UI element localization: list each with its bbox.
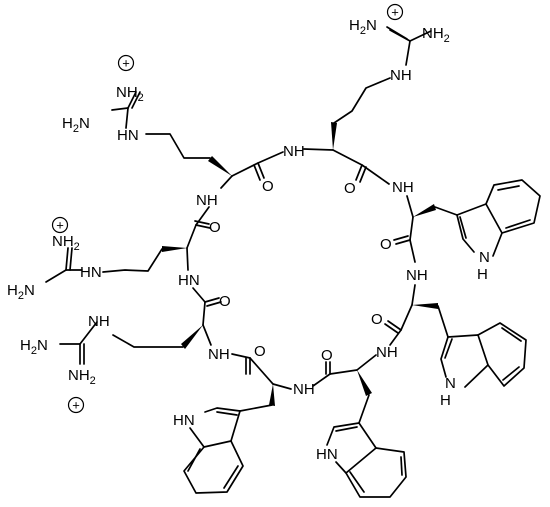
amide-nh-label: NH — [293, 381, 315, 398]
positive-charge-icon — [51, 216, 69, 234]
carbonyl-oxygen-label: O — [380, 236, 392, 253]
tryptophan-side-chains — [183, 179, 541, 498]
indole-hn-label: HN — [173, 412, 195, 429]
guanidine-nh2-label: NH2 — [52, 233, 80, 253]
svg-text:+: + — [391, 5, 399, 20]
indole-h-label: H — [477, 266, 488, 283]
guanidine-nh2-label: NH2 — [422, 25, 450, 45]
guanidine-h2n-label: H2N — [7, 282, 35, 302]
amide-nh-label: NH — [196, 192, 218, 209]
indole-h-label: H — [440, 392, 451, 409]
indole-n-label: N — [445, 375, 456, 392]
guanidine-nh2-label: NH2 — [116, 84, 144, 104]
guanidine-nh-label: NH — [390, 67, 412, 84]
guanidine-h2n-label: H2N — [20, 337, 48, 357]
svg-text:+: + — [72, 398, 80, 413]
positive-charge-icon — [386, 3, 404, 21]
guanidine-nh2-label: NH2 — [68, 367, 96, 387]
positive-charge-icon — [67, 396, 85, 414]
atom-labels: NH NH NH NH NH NH HN NH O O O O O O O O … — [7, 17, 490, 463]
positive-charge-icon — [117, 54, 135, 72]
guanidine-hn-label: HN — [80, 264, 102, 281]
carbonyl-oxygen-label: O — [219, 293, 231, 310]
guanidine-h2n-label: H2N — [349, 17, 377, 37]
carbonyl-oxygen-label: O — [371, 311, 383, 328]
svg-text:+: + — [56, 218, 64, 233]
amide-nh-label: NH — [392, 179, 414, 196]
amide-nh-label: NH — [376, 344, 398, 361]
guanidine-h2n-label: H2N — [62, 115, 90, 135]
carbonyl-oxygen-label: O — [321, 347, 333, 364]
guanidine-nh-label: NH — [88, 313, 110, 330]
indole-n-label: N — [479, 249, 490, 266]
amide-nh-label: NH — [283, 143, 305, 160]
arginine-side-chains — [45, 26, 432, 365]
amide-nh-label: NH — [406, 267, 428, 284]
amide-nh-label: NH — [208, 346, 230, 363]
carbonyl-oxygen-label: O — [254, 343, 266, 360]
positive-charges: + + + + — [51, 3, 404, 414]
guanidine-hn-label: HN — [117, 127, 139, 144]
amide-hn-label: HN — [178, 272, 200, 289]
carbonyl-oxygen-label: O — [344, 180, 356, 197]
indole-hn-label: HN — [316, 446, 338, 463]
carbonyl-oxygen-label: O — [262, 178, 274, 195]
macrocycle-backbone — [186, 148, 416, 390]
svg-text:+: + — [122, 56, 130, 71]
carbonyl-oxygen-label: O — [209, 219, 221, 236]
